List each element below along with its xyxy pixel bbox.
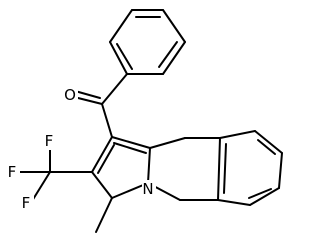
fluorine-atom-label-bottom: F [22, 194, 31, 212]
phenyl-ring [109, 9, 186, 75]
molecule-structure-diagram: O N F F F [6, 9, 283, 233]
pyrrole-ring [91, 136, 151, 199]
methyl-group [95, 197, 113, 233]
carbonyl-group [73, 73, 128, 138]
fused-benzene-ring [217, 130, 283, 206]
oxygen-atom-label: O [64, 86, 76, 104]
central-ring [147, 137, 221, 201]
fluorine-atom-label-left: F [8, 163, 17, 181]
nitrogen-atom-label: N [142, 180, 153, 198]
fluorine-atom-label-top: F [45, 132, 54, 150]
